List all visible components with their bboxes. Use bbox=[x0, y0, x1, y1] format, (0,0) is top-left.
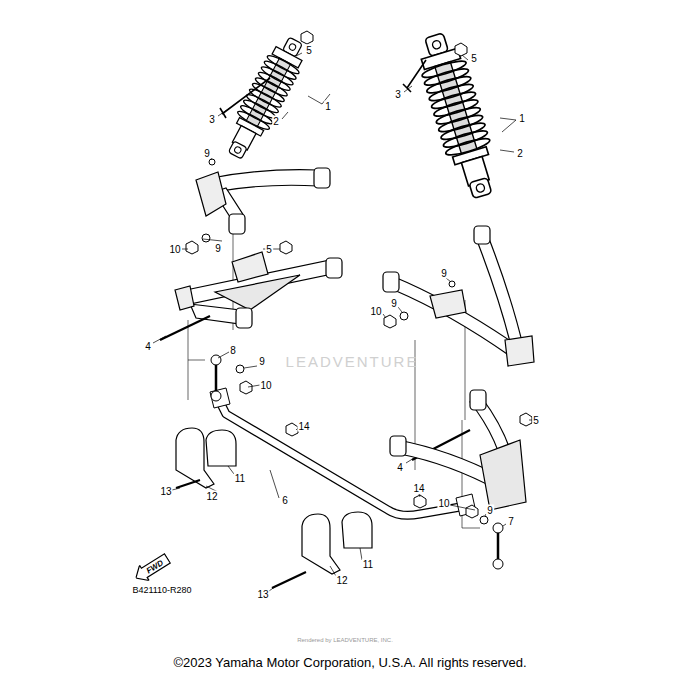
arrow-shape bbox=[131, 551, 172, 586]
bar-end bbox=[210, 388, 476, 516]
pivot-bushing bbox=[390, 436, 406, 456]
link-ball bbox=[211, 391, 221, 401]
callout-number: 9 bbox=[258, 356, 266, 367]
callout-number: 8 bbox=[229, 345, 237, 356]
bolt bbox=[160, 316, 210, 340]
washer bbox=[449, 281, 455, 287]
shock-mount bbox=[232, 252, 268, 282]
nut bbox=[520, 413, 532, 426]
pivot-bushing bbox=[229, 214, 245, 234]
nut bbox=[240, 381, 252, 394]
watermark: LEADVENTURE bbox=[285, 354, 420, 371]
bracket-clamp bbox=[302, 514, 340, 574]
callout-number: 9 bbox=[203, 148, 211, 159]
pivot-bushing bbox=[314, 168, 330, 188]
stabilizer-bar-outline bbox=[218, 398, 466, 515]
bushing bbox=[206, 430, 236, 466]
callout-number: 11 bbox=[362, 559, 374, 570]
callout-number: 6 bbox=[281, 495, 289, 506]
nut bbox=[301, 31, 313, 44]
right-upper-arm bbox=[383, 226, 534, 366]
render-credit: Rendered by LEADVENTURE, INC. bbox=[296, 637, 394, 644]
copyright: ©2023 Yamaha Motor Corporation, U.S.A. A… bbox=[172, 656, 527, 670]
ball-joint-mount bbox=[505, 336, 534, 366]
callout-number: 5 bbox=[532, 415, 540, 426]
arm-tube bbox=[392, 276, 512, 356]
link-ball bbox=[493, 523, 503, 533]
ball-joint bbox=[175, 286, 194, 310]
link-ball bbox=[493, 559, 503, 569]
forward-arrow: FWD bbox=[131, 550, 173, 585]
bracket-clamp bbox=[176, 428, 214, 488]
stabilizer-bar bbox=[218, 398, 466, 515]
arm-tube bbox=[212, 170, 318, 192]
part-code: B421110-R280 bbox=[131, 586, 192, 596]
washer bbox=[202, 234, 210, 242]
callout-number: 14 bbox=[412, 483, 425, 494]
callout-number: 2 bbox=[272, 116, 280, 127]
callout-number: 11 bbox=[234, 473, 246, 484]
right-shock bbox=[412, 29, 505, 203]
arm-plate bbox=[215, 275, 300, 310]
nut bbox=[384, 315, 396, 328]
bushing bbox=[342, 512, 372, 548]
callout-number: 4 bbox=[144, 341, 152, 352]
callout-number: 10 bbox=[168, 244, 181, 255]
washer bbox=[480, 516, 488, 524]
callout-number: 4 bbox=[396, 462, 404, 473]
guide-lines bbox=[188, 205, 480, 528]
nut bbox=[455, 43, 467, 56]
nut bbox=[186, 241, 198, 254]
callout-number: 13 bbox=[256, 589, 269, 600]
callout-number: 5 bbox=[305, 45, 313, 56]
bolt bbox=[176, 480, 306, 588]
pivot-bushing bbox=[474, 226, 490, 244]
knuckle-mount bbox=[196, 172, 226, 216]
callout-number: 5 bbox=[265, 244, 273, 255]
link-ball bbox=[211, 355, 221, 365]
callout-number: 5 bbox=[470, 53, 478, 64]
pivot-bushing bbox=[236, 308, 252, 328]
callout-number: 1 bbox=[324, 101, 332, 112]
pivot-bushing bbox=[470, 390, 486, 410]
washer bbox=[400, 312, 408, 320]
callout-number: 10 bbox=[259, 380, 272, 391]
nut bbox=[280, 241, 292, 254]
callout-number: 2 bbox=[516, 148, 524, 159]
callout-number: 12 bbox=[335, 575, 348, 586]
knuckle-mount bbox=[480, 440, 526, 510]
callout-number: 7 bbox=[507, 516, 515, 527]
left-shock bbox=[219, 32, 312, 164]
callout-number: 9 bbox=[214, 243, 222, 254]
callout-number: 12 bbox=[205, 491, 218, 502]
leader-lines bbox=[153, 53, 532, 591]
callout-number: 9 bbox=[390, 298, 398, 309]
callout-number: 10 bbox=[369, 306, 382, 317]
callout-number: 13 bbox=[159, 486, 172, 497]
callout-number: 9 bbox=[440, 268, 448, 279]
left-upper-arm bbox=[196, 168, 330, 234]
callout-number: 1 bbox=[518, 113, 526, 124]
callout-number: 9 bbox=[486, 505, 494, 516]
pivot-bushing bbox=[383, 272, 399, 292]
washer bbox=[236, 365, 244, 373]
right-lower-arm bbox=[390, 390, 526, 510]
stabilizer-link bbox=[215, 362, 218, 394]
callout-number: 3 bbox=[394, 89, 402, 100]
callout-number: 14 bbox=[297, 421, 310, 432]
callout-number: 10 bbox=[437, 498, 450, 509]
bolt bbox=[220, 60, 426, 118]
shock-mount bbox=[430, 290, 466, 318]
callout-number: 3 bbox=[208, 114, 216, 125]
left-lower-arm bbox=[175, 252, 342, 328]
nut bbox=[466, 505, 478, 518]
pivot-bushing bbox=[326, 258, 342, 278]
